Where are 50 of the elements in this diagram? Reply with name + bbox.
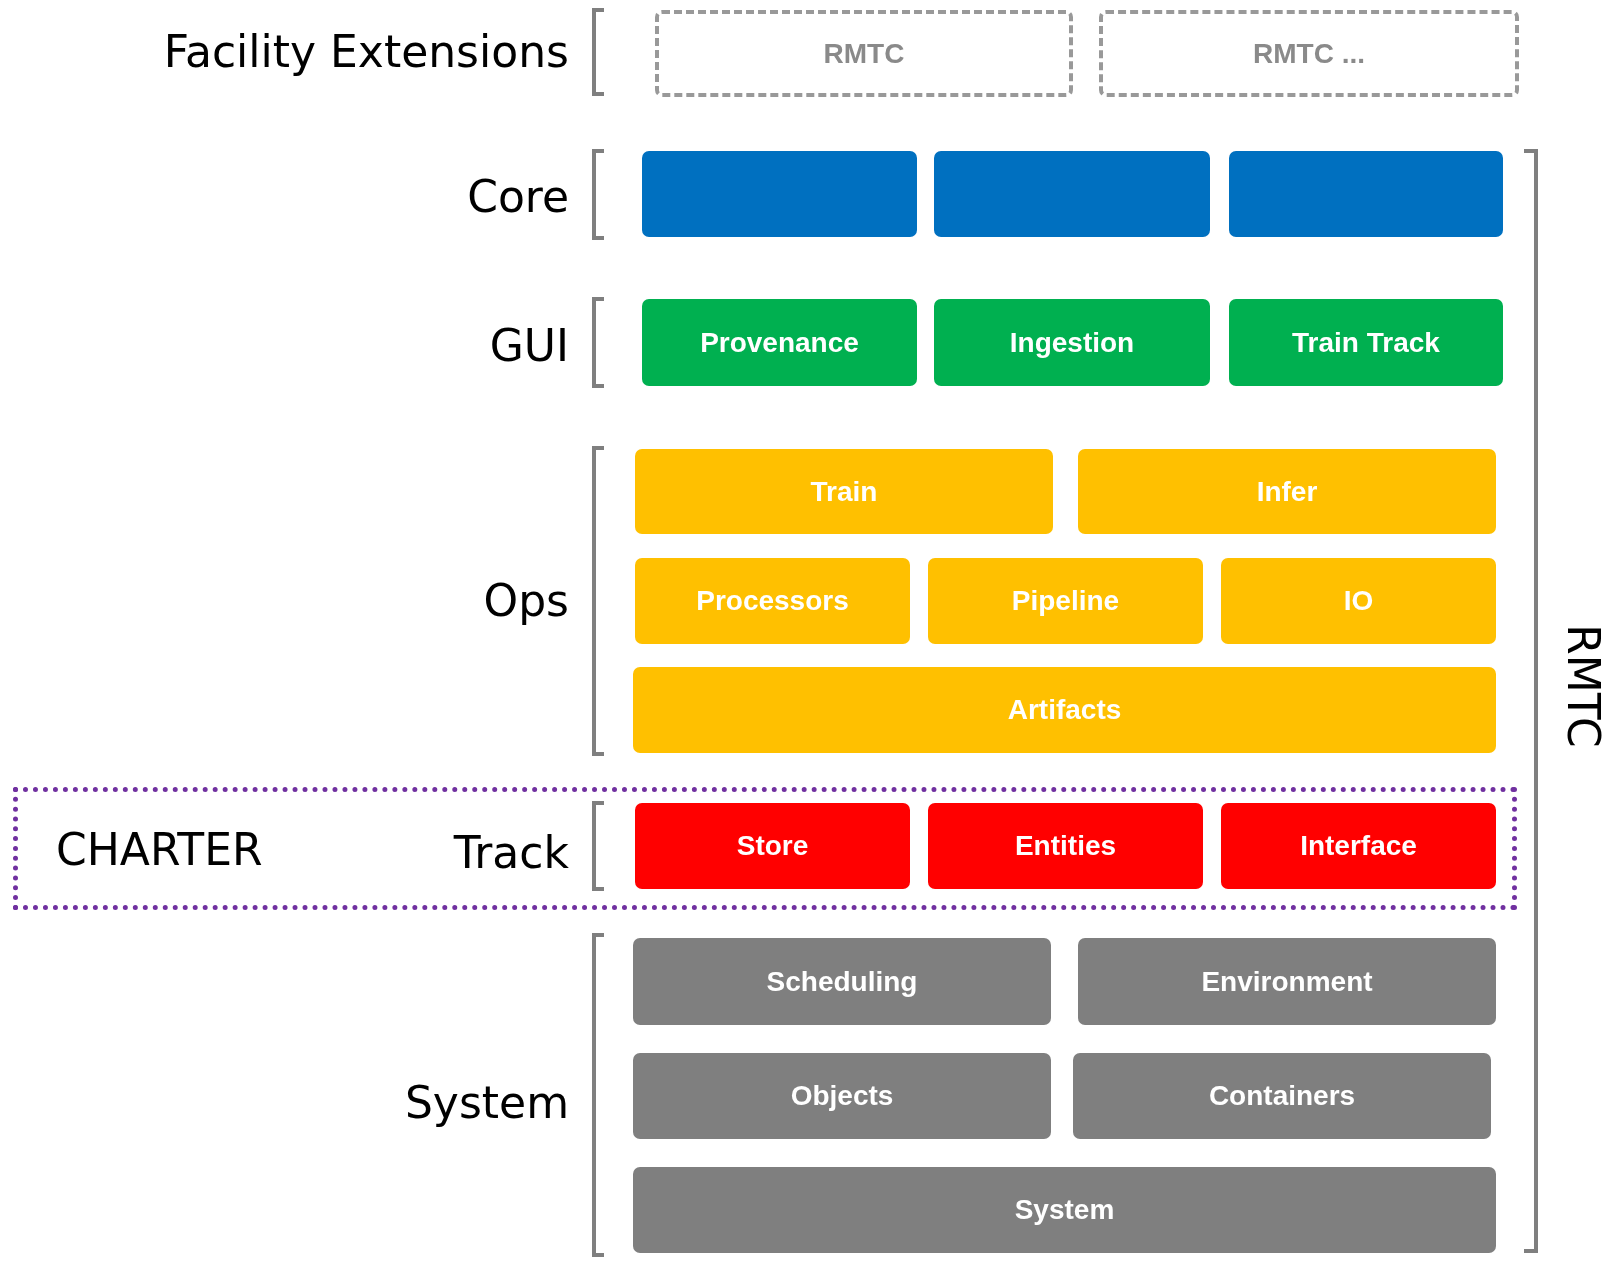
box-label: IO (1343, 585, 1374, 617)
box-label: Processors (696, 585, 849, 617)
layer-box (633, 1053, 1051, 1139)
box-label: Interface (1300, 830, 1417, 862)
layer-box (633, 1167, 1496, 1253)
dashed-box (1099, 10, 1519, 97)
layer-label: Core (467, 170, 569, 222)
layer-label: GUI (489, 319, 569, 371)
layer-box (642, 299, 917, 386)
layer-box (1229, 299, 1503, 386)
layer-box (635, 558, 910, 644)
layer-box (635, 803, 910, 889)
layer-box (1073, 1053, 1491, 1139)
layer-box (1078, 938, 1496, 1025)
layer-label: Ops (483, 574, 569, 626)
box-label: Pipeline (1011, 585, 1120, 617)
box-label: Objects (790, 1080, 894, 1112)
layer-box (1221, 558, 1496, 644)
box-label: Environment (1201, 965, 1373, 998)
box-label: RMTC (823, 37, 905, 70)
box-label: Train (810, 475, 878, 508)
box-label: Infer (1256, 475, 1318, 508)
box-label: CHARTER (56, 823, 263, 874)
layer-box (633, 667, 1496, 753)
box-label: System (1014, 1194, 1115, 1226)
empty-box (642, 151, 917, 237)
layer-box (1221, 803, 1496, 889)
layer-label: Track (453, 826, 569, 878)
layer-box (1078, 449, 1496, 534)
box-label: Entities (1014, 830, 1117, 862)
box-label: Artifacts (1007, 694, 1122, 726)
dashed-box (655, 10, 1073, 97)
layer-box (633, 938, 1051, 1025)
layer-box (635, 449, 1053, 534)
layer-box (934, 299, 1210, 386)
box-label: Provenance (700, 326, 859, 359)
layer-label: Facility Extensions (163, 25, 569, 77)
box-label: Store (736, 830, 809, 862)
empty-box (934, 151, 1210, 237)
empty-box (1229, 151, 1503, 237)
layer-box (928, 558, 1203, 644)
box-label: Train Track (1292, 326, 1440, 359)
layer-box (928, 803, 1203, 889)
box-label: Scheduling (766, 965, 918, 998)
box-label: RMTC ... (1253, 37, 1365, 70)
layer-label: System (404, 1076, 569, 1128)
box-label: Ingestion (1009, 326, 1135, 359)
box-label: Containers (1208, 1080, 1356, 1112)
dotted-frame (13, 787, 1517, 910)
vertical-label: RMTC (1557, 624, 1609, 748)
